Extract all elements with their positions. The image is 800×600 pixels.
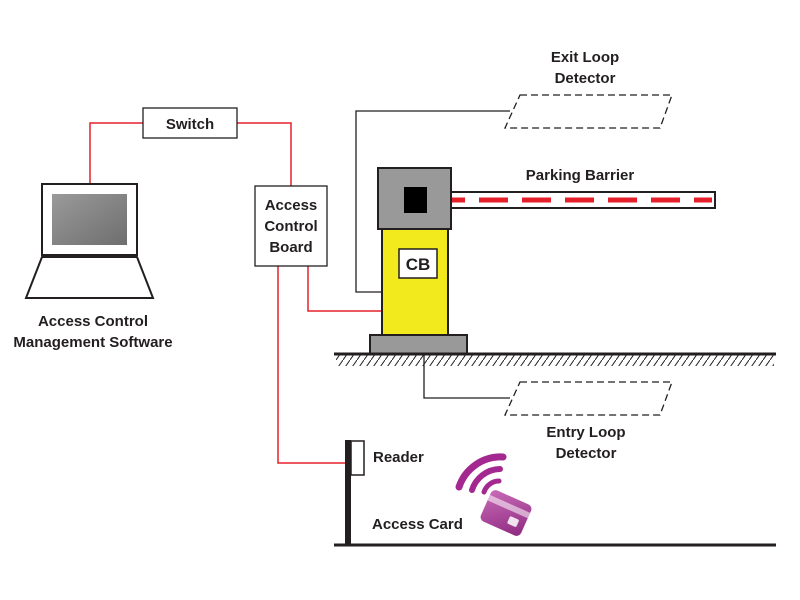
entry-loop-detector	[503, 381, 673, 416]
barrier-pivot	[404, 187, 427, 213]
barrier-base	[369, 334, 468, 355]
wire-laptop-to-switch	[89, 122, 143, 184]
entry-loop-label-line2: Detector	[556, 445, 617, 462]
exit-loop-label-line2: Detector	[555, 70, 616, 87]
access-card-label: Access Card	[372, 516, 463, 533]
barrier-boom-arm	[417, 191, 716, 209]
wireless-signal-icon	[455, 453, 507, 495]
board-label-line1: Access	[265, 197, 318, 214]
switch-label: Switch	[166, 116, 214, 133]
wire-board-to-reader	[277, 266, 350, 464]
wire-switch-to-board	[237, 122, 292, 186]
barrier-pillar	[381, 227, 449, 336]
board-label-line3: Board	[269, 239, 312, 256]
software-label-line1: Access Control	[38, 313, 148, 330]
access-card-icon	[480, 490, 532, 536]
upper-ground	[334, 352, 776, 366]
network-wiring	[89, 122, 416, 464]
exit-loop-label-line1: Exit Loop	[551, 49, 619, 66]
card-reader	[350, 440, 365, 476]
software-label-line2: Management Software	[13, 334, 172, 351]
parking-barrier-label: Parking Barrier	[526, 167, 635, 184]
board-label-line2: Control	[264, 218, 317, 235]
entry-loop-label-line1: Entry Loop	[546, 424, 625, 441]
exit-loop-detector	[503, 94, 673, 129]
reader-label: Reader	[373, 449, 424, 466]
switch-box	[142, 107, 238, 139]
control-box-label: CB	[406, 255, 431, 274]
control-box	[398, 248, 438, 279]
laptop-icon	[24, 183, 155, 299]
access-control-board-box	[254, 185, 328, 267]
reader-post	[345, 440, 351, 546]
